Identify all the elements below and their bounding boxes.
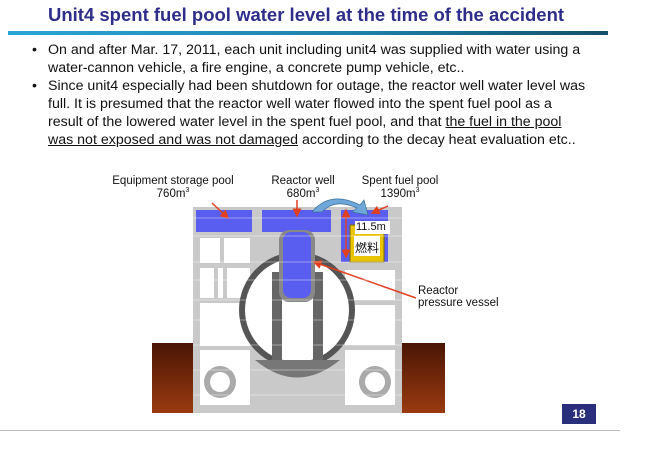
slide-title: Unit4 spent fuel pool water level at the… xyxy=(48,4,565,25)
spent-fuel-pool-pointer xyxy=(370,205,389,215)
reactor-well-water xyxy=(262,210,331,232)
reactor-well-label: Reactor well 680m3 xyxy=(258,175,348,200)
underlined-text: the fuel in the pool was not exposed and… xyxy=(48,114,562,148)
bullet-text: according to the decay heat evaluation e… xyxy=(298,132,576,148)
equipment-pool-name: Equipment storage pool xyxy=(112,175,234,187)
spent-fuel-pool-label: Spent fuel pool 1390m3 xyxy=(352,175,448,200)
page-number-badge: 18 xyxy=(562,404,596,424)
overflow-arrow xyxy=(311,198,369,216)
bullet-list: On and after Mar. 17, 2011, each unit in… xyxy=(30,41,590,149)
footer-divider xyxy=(0,430,620,431)
equipment-pool-water xyxy=(196,210,252,232)
depth-label-box xyxy=(355,221,390,234)
reactor-well-name: Reactor well xyxy=(271,175,335,187)
rpv-water xyxy=(283,232,311,298)
equipment-pool-pointer xyxy=(211,202,230,220)
reactor-well-volume: 680m3 xyxy=(286,187,320,200)
bullet-item: On and after Mar. 17, 2011, each unit in… xyxy=(30,41,590,77)
rpv-label-line1: Reactor xyxy=(418,285,459,297)
depth-label: 11.5m xyxy=(356,221,386,233)
torus-left-inner xyxy=(210,372,230,392)
ground-left xyxy=(152,343,194,413)
rpv-label: Reactor pressure vessel xyxy=(418,285,499,309)
torus-right-inner xyxy=(365,372,385,392)
rpv-label-line2: pressure vessel xyxy=(418,297,499,309)
bullet-item: Since unit4 especially had been shutdown… xyxy=(30,77,590,149)
equipment-pool-volume: 760m3 xyxy=(156,187,190,200)
floor-lines xyxy=(193,217,402,396)
spent-fuel-pool-name: Spent fuel pool xyxy=(361,175,439,187)
equipment-pool-label: Equipment storage pool 760m3 xyxy=(104,175,242,200)
spent-fuel-pool-volume: 1390m3 xyxy=(380,187,420,200)
bullet-text: Since unit4 especially had been shutdown… xyxy=(48,78,586,130)
fuel-label-box xyxy=(354,236,380,256)
title-underline-bar xyxy=(8,31,608,35)
containment-bottom xyxy=(255,360,340,378)
pedestal-left xyxy=(272,272,282,362)
fuel-label: 燃料 xyxy=(355,241,380,255)
pedestal-right xyxy=(313,272,323,362)
ground-right xyxy=(402,343,445,413)
